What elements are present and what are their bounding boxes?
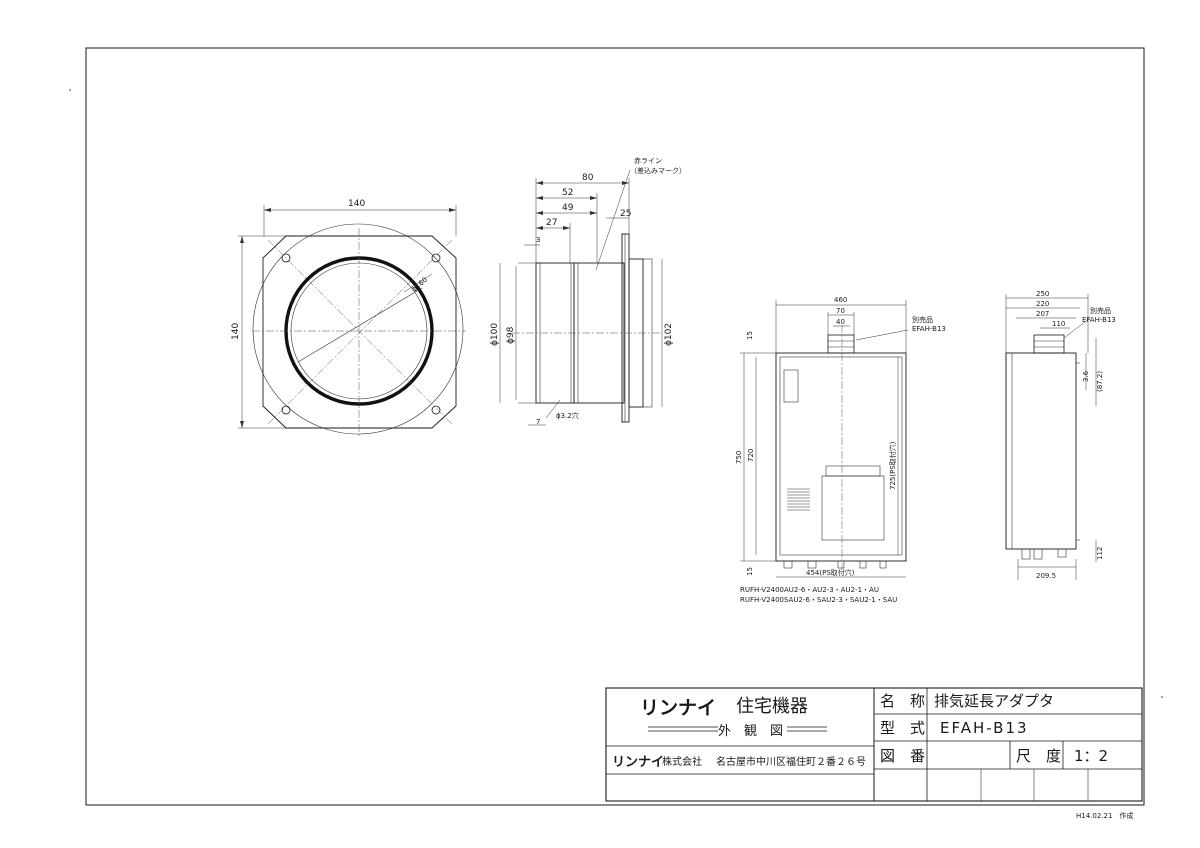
unit-front-part: EFAH-B13 [912, 325, 946, 333]
side-dia-102: ϕ102 [664, 323, 674, 346]
side-dia-98: ϕ98 [506, 326, 516, 344]
model-label: 型 式 [880, 719, 925, 737]
side-dim-27: 27 [546, 218, 557, 228]
unit-front-inner: 725(PS取付穴) [888, 441, 897, 490]
unit-front-base: 454(PS取付穴) [806, 568, 855, 577]
company-kind: 株式会社 [662, 755, 702, 768]
side-dim-49: 49 [562, 203, 574, 213]
unit-front-h720: 720 [747, 449, 755, 462]
model-value: EFAH-B13 [940, 719, 1029, 737]
unit-front-h750: 750 [735, 451, 743, 464]
side-dim-80: 80 [582, 173, 594, 183]
title-view-type: 外 観 図 [718, 724, 783, 739]
unit-front-top-15: 15 [746, 331, 754, 340]
unit-side-220: 220 [1036, 300, 1049, 308]
side-note-line2: （差込みマーク） [630, 166, 686, 175]
side-dim-3: 3 [536, 236, 540, 244]
sheet-border [85, 47, 1145, 806]
side-view: 80 52 49 27 25 3 7 ϕ100 ϕ98 ϕ102 ϕ3.2穴 赤… [490, 157, 686, 426]
unit-front-models-1: RUFH-V2400AU2-6・AU2-3・AU2-1・AU [740, 586, 879, 594]
title-block: リンナイ 住宅機器 外 観 図 リンナイ 株式会社 名古屋市中川区福住町２番２６… [605, 687, 1143, 802]
unit-side-250: 250 [1036, 290, 1049, 298]
unit-side-2095: 209.5 [1036, 572, 1056, 580]
unit-front-width: 460 [834, 296, 847, 304]
unit-side-separate: 別売品 [1090, 306, 1111, 315]
front-width-dim: 140 [348, 199, 365, 209]
footer-note: H14.02.21 作成 [1076, 811, 1133, 820]
front-height-dim: 140 [231, 323, 241, 340]
unit-side-36: 3.6 [1082, 370, 1090, 382]
unit-side-872: (87.2) [1096, 371, 1104, 392]
unit-side-110: 110 [1052, 320, 1065, 328]
unit-front-models-2: RUFH-V2400SAU2-6・SAU2-3・SAU2-1・SAU [740, 596, 897, 604]
side-dim-25: 25 [620, 209, 631, 219]
scale-value: 1：2 [1074, 747, 1108, 765]
drawing-number-label: 図 番 [880, 747, 925, 765]
unit-side-view: 250 220 207 110 別売品 EFAH-B13 3.6 (87.2) … [1005, 290, 1116, 580]
front-view: 140 140 ϕ160 [231, 199, 466, 436]
side-dim-52: 52 [562, 188, 573, 198]
unit-front-dim-40: 40 [836, 318, 845, 326]
unit-front-bottom-15: 15 [746, 567, 754, 576]
scale-label: 尺 度 [1016, 747, 1061, 765]
unit-side-part: EFAH-B13 [1082, 316, 1116, 324]
company-address: 名古屋市中川区福住町２番２６号 [716, 755, 866, 768]
side-note-line1: 赤ライン [634, 157, 662, 165]
unit-front-dim-70: 70 [836, 307, 845, 315]
side-dim-7: 7 [536, 418, 540, 426]
unit-side-112: 112 [1096, 547, 1104, 560]
name-value: 排気延長アダプタ [934, 692, 1054, 710]
unit-front-view: 460 70 40 別売品 EFAH-B13 15 750 720 725(PS… [735, 296, 946, 604]
name-label: 名 称 [880, 692, 925, 710]
title-heading: 住宅機器 [736, 696, 808, 717]
side-hole-label: ϕ3.2穴 [556, 411, 579, 420]
company-brand: リンナイ [612, 755, 664, 770]
unit-front-separate: 別売品 [912, 315, 933, 324]
unit-side-207: 207 [1036, 310, 1049, 318]
side-dia-100: ϕ100 [490, 323, 500, 346]
title-brand: リンナイ [640, 697, 716, 719]
